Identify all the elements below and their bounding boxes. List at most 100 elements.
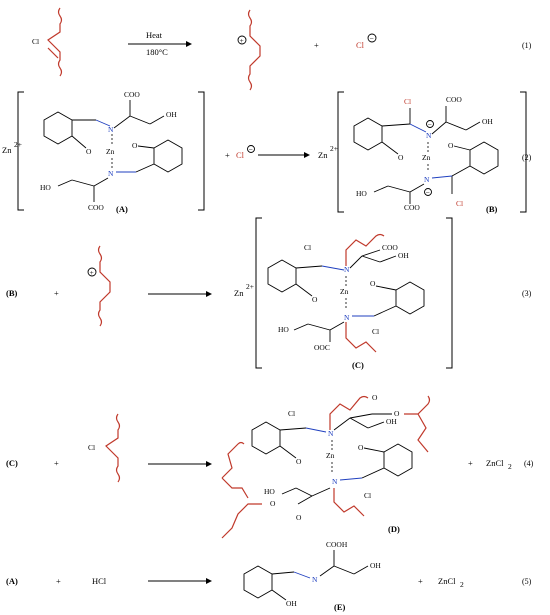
svg-text:(C): (C) (6, 458, 18, 468)
chloride-ion: Cl (356, 40, 365, 50)
reaction-number-1: (1) (522, 41, 532, 50)
svg-text:Zn: Zn (326, 451, 335, 460)
svg-text:COO: COO (382, 243, 398, 252)
benzene-ring (395, 281, 425, 315)
plus-sign: + (314, 40, 319, 50)
svg-text:HO: HO (40, 183, 51, 192)
cation-charge (237, 35, 247, 45)
svg-text:+: + (418, 576, 423, 586)
svg-text:O: O (398, 153, 404, 162)
svg-text:Cl: Cl (304, 243, 311, 252)
chlorine-atom: Cl (32, 37, 39, 46)
svg-text:Cl: Cl (372, 327, 379, 336)
reaction-1: Cl Heat 180°C + + Cl − (1) (32, 7, 532, 91)
zinc-chloride: ZnCl (486, 458, 504, 468)
svg-text:−: − (249, 145, 253, 154)
benzene-ring (251, 421, 281, 455)
svg-text:(A): (A) (6, 576, 18, 586)
svg-text:O: O (270, 499, 276, 508)
reaction-number-4: (4) (524, 459, 534, 468)
svg-text:+: + (54, 458, 59, 468)
svg-text:OH: OH (370, 561, 381, 570)
svg-text:+: + (240, 36, 244, 45)
reaction-3: (B) + + Zn 2+ Cl N COO OH O Zn O Cl N (6, 217, 532, 370)
label-A: (A) (116, 204, 128, 214)
svg-text:N: N (344, 265, 350, 274)
bracket-right (198, 91, 205, 211)
svg-text:Zn: Zn (2, 145, 12, 155)
svg-text:Cl: Cl (404, 97, 411, 106)
svg-text:HO: HO (264, 487, 275, 496)
svg-text:OOC: OOC (314, 343, 330, 352)
polyene-chain (329, 395, 369, 430)
hcl-reagent: HCl (92, 576, 107, 586)
svg-text:OH: OH (482, 117, 493, 126)
svg-text:Cl: Cl (288, 409, 295, 418)
svg-text:O: O (358, 443, 364, 452)
svg-text:OH: OH (286, 599, 297, 608)
bracket-left (17, 91, 24, 211)
svg-text:HO: HO (278, 325, 289, 334)
svg-text:+: + (225, 150, 230, 160)
polyene-cation-chain (247, 9, 261, 91)
label-D: (D) (388, 524, 400, 534)
benzene-ring (469, 141, 499, 175)
svg-text:O: O (296, 513, 302, 522)
svg-text:COO: COO (404, 203, 420, 212)
reaction-number-3: (3) (522, 289, 532, 298)
label-B: (B) (486, 204, 498, 214)
svg-text:−: − (428, 120, 432, 129)
benzene-ring (243, 565, 273, 599)
svg-text:N: N (328, 429, 334, 438)
svg-text:(B): (B) (6, 288, 18, 298)
svg-text:−: − (370, 34, 374, 43)
reaction-2: Zn 2+ N O COO OH Zn O N COO HO (A) + Cl (2, 90, 532, 214)
svg-text:Zn: Zn (340, 287, 349, 296)
svg-text:N: N (332, 477, 338, 486)
svg-text:O: O (394, 409, 400, 418)
svg-text:+: + (90, 268, 94, 277)
label-C: (C) (352, 360, 364, 370)
label-E: (E) (334, 602, 346, 612)
svg-text:−: − (426, 188, 430, 197)
svg-text:COO: COO (124, 90, 140, 99)
svg-text:OH: OH (166, 110, 177, 119)
svg-text:Cl: Cl (364, 491, 371, 500)
svg-text:Zn: Zn (234, 288, 244, 298)
svg-text:COO: COO (446, 95, 462, 104)
svg-text:N: N (426, 131, 432, 140)
polyene-chain (221, 503, 262, 539)
svg-text:O: O (312, 295, 318, 304)
bracket-left (337, 91, 344, 213)
svg-text:+: + (468, 458, 473, 468)
benzene-ring (153, 139, 183, 173)
svg-text:Cl: Cl (456, 199, 463, 208)
polyene-chain (345, 233, 385, 266)
svg-text:N: N (424, 175, 430, 184)
svg-text:Cl: Cl (88, 443, 95, 452)
svg-text:O: O (86, 147, 92, 156)
svg-text:2+: 2+ (14, 140, 22, 149)
polyene-cation-chain (97, 245, 111, 327)
svg-text:Zn: Zn (106, 147, 115, 156)
polyene-chain (404, 395, 431, 453)
reaction-4: (C) + Cl Cl N O O OH O Zn O Cl N (6, 393, 534, 539)
svg-text:Zn: Zn (422, 153, 431, 162)
svg-text:2+: 2+ (330, 144, 338, 153)
svg-text:O: O (448, 141, 454, 150)
polyene-chain (345, 322, 377, 353)
svg-text:+: + (54, 288, 59, 298)
polyene-chain (221, 441, 249, 499)
svg-text:2: 2 (460, 580, 464, 589)
svg-text:COO: COO (88, 203, 104, 212)
benzene-ring (267, 259, 297, 293)
svg-text:+: + (56, 576, 61, 586)
bracket-left (255, 217, 262, 369)
svg-text:OH: OH (398, 251, 409, 260)
pvc-chain (105, 413, 121, 483)
svg-text:N: N (108, 169, 114, 178)
svg-text:HO: HO (356, 189, 367, 198)
reaction-number-5: (5) (522, 577, 532, 586)
pvc-chain (47, 7, 63, 77)
